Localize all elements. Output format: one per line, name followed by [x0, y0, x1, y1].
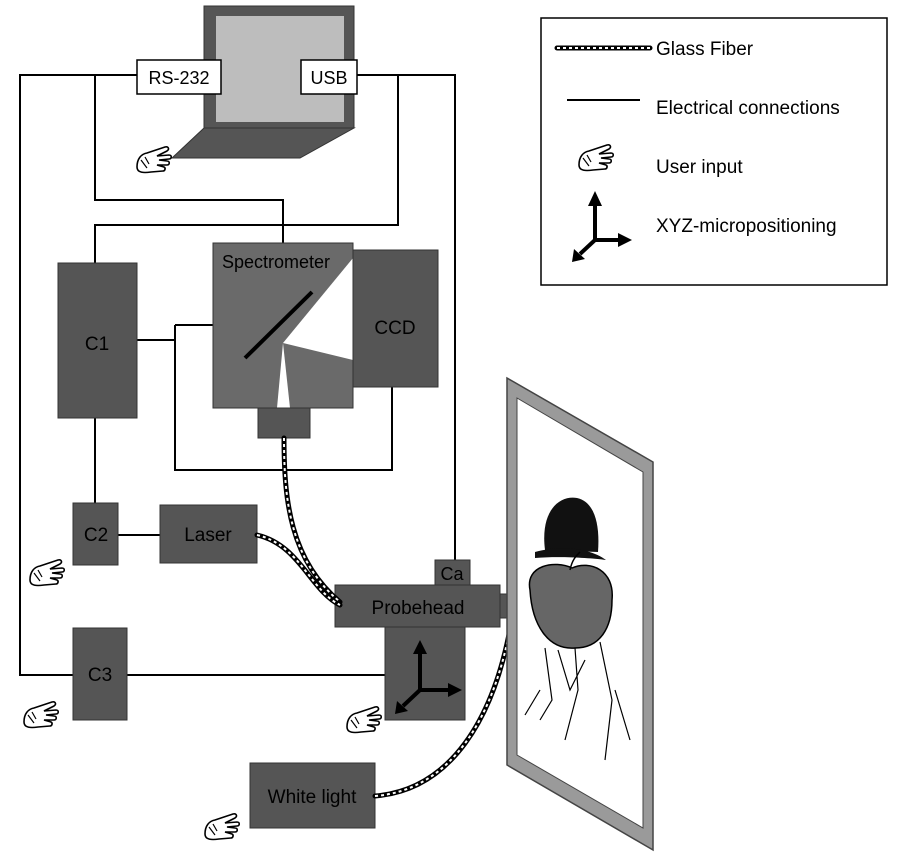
- white-light-source: White light: [249, 762, 376, 829]
- legend: Glass Fiber Electrical connections User …: [540, 17, 888, 286]
- legend-xyz: XYZ-micropositioning: [572, 191, 837, 262]
- c2-label: C2: [84, 525, 108, 546]
- ccd-camera: CCD: [352, 249, 439, 388]
- controller-c1: C1: [57, 262, 138, 419]
- fiber-coupler: [257, 407, 311, 439]
- xyz-axes-icon: [572, 191, 632, 262]
- legend-xyz-label: XYZ-micropositioning: [656, 216, 837, 237]
- legend-electrical-label: Electrical connections: [656, 98, 840, 119]
- camera-ca: Ca: [434, 559, 471, 586]
- pointing-hand-icon: [29, 559, 66, 587]
- pointing-hand-icon: [23, 701, 60, 729]
- probehead-label: Probehead: [372, 598, 465, 619]
- rs232-port: RS-232: [136, 59, 222, 95]
- controller-c2: C2: [72, 502, 119, 566]
- legend-glass-fiber: Glass Fiber: [554, 39, 754, 60]
- xyz-axes-icon: [395, 640, 462, 714]
- glass-fibers: [254, 435, 515, 799]
- c1-label: C1: [85, 334, 109, 355]
- pointing-hand-icon: [346, 706, 383, 734]
- painting: [506, 376, 654, 852]
- usb-label: USB: [310, 68, 347, 88]
- electrical-wiring: [19, 74, 456, 676]
- legend-user-input: User input: [578, 144, 743, 178]
- probehead: Probehead: [334, 584, 525, 628]
- usb-port: USB: [300, 59, 358, 95]
- xyz-stage: [384, 624, 466, 721]
- c3-label: C3: [88, 665, 112, 686]
- rs232-label: RS-232: [148, 68, 209, 88]
- controller-c3: C3: [72, 627, 128, 721]
- spectrometer-label: Spectrometer: [222, 252, 330, 272]
- pointing-hand-icon: [136, 146, 173, 174]
- legend-glass-fiber-label: Glass Fiber: [656, 39, 754, 60]
- laser: Laser: [159, 504, 258, 564]
- pointing-hand-icon: [204, 813, 241, 841]
- white-light-label: White light: [268, 787, 357, 808]
- legend-user-input-label: User input: [656, 157, 743, 178]
- laser-label: Laser: [184, 525, 232, 546]
- legend-electrical: Electrical connections: [567, 98, 840, 119]
- spectrometer: Spectrometer: [212, 242, 354, 439]
- ccd-label: CCD: [374, 318, 415, 339]
- ca-label: Ca: [440, 564, 464, 584]
